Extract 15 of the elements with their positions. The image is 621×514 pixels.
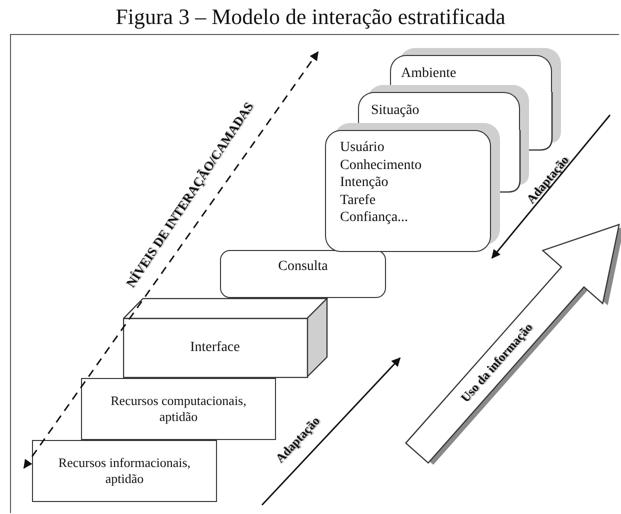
box-text: Recursos computacionais, aptidão: [110, 392, 248, 426]
box-text: Conhecimento: [340, 156, 423, 174]
rounded-box: [220, 250, 386, 298]
box-text: Ambiente: [401, 65, 458, 82]
layer-box: [81, 378, 276, 440]
box-text: Consulta: [277, 259, 329, 275]
box-text: Situação: [371, 102, 420, 120]
box-text: Interface: [190, 340, 240, 356]
box-text: Confiança...: [340, 209, 410, 226]
layer-box: [32, 440, 217, 502]
box-text: Recursos informacionais, aptidão: [57, 454, 192, 488]
box-text: Tarefe: [340, 192, 377, 209]
figure-title: Figura 3 – Modelo de interação estratificada: [114, 4, 506, 30]
box-text: Intenção: [340, 174, 390, 192]
box-text: Usuário: [340, 139, 386, 156]
